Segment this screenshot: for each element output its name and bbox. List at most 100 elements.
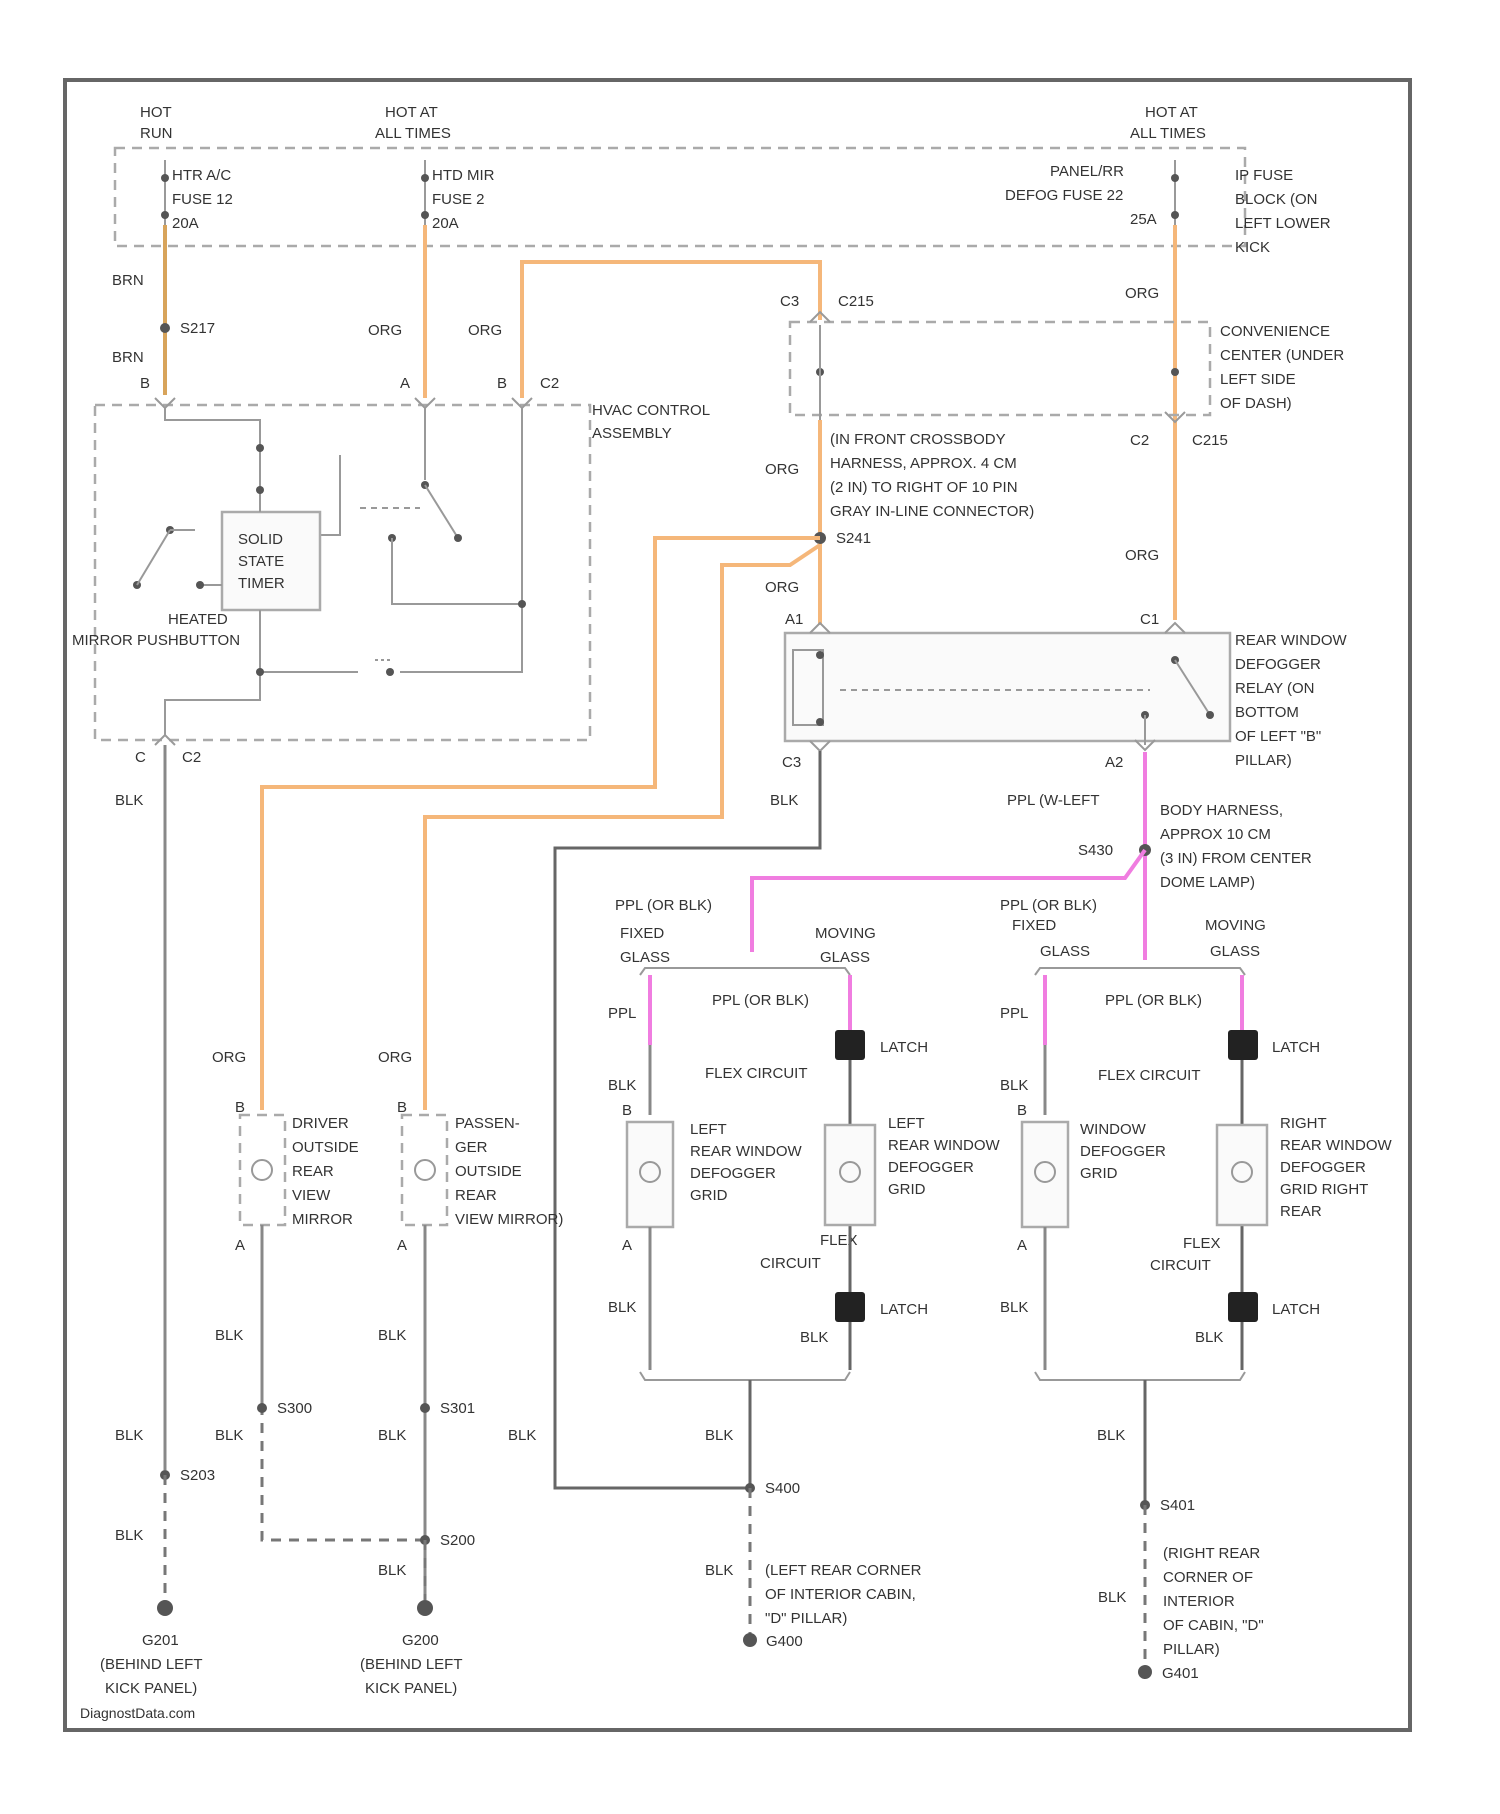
wire-org-label-right: ORG (1125, 285, 1159, 302)
wire-blk-m4: BLK (378, 1427, 406, 1444)
s401-label: S401 (1160, 1497, 1195, 1514)
latch-top-left (835, 1030, 865, 1060)
conn-c2-label: C2 (540, 375, 559, 392)
passenger-mirror-label: PASSEN- GER OUTSIDE REAR VIEW MIRROR) (455, 1115, 563, 1228)
svg-text:G201: G201 (142, 1632, 179, 1649)
wire-blk-m2: BLK (378, 1327, 406, 1344)
fuse-htr: HTR A/C FUSE 12 20A (172, 167, 233, 232)
svg-text:REAR: REAR (1280, 1203, 1322, 1220)
latch-top-right (1228, 1030, 1258, 1060)
hot-at-all-times-label-2: ALL TIMES (375, 125, 451, 142)
wire-org-label-4: ORG (765, 579, 799, 596)
svg-text:BLOCK (ON: BLOCK (ON (1235, 191, 1318, 208)
svg-text:LEFT LOWER: LEFT LOWER (1235, 215, 1331, 232)
wire-org-driver: ORG (212, 1049, 246, 1066)
hvac-control-assembly (95, 405, 590, 740)
timer-label-2: STATE (238, 553, 284, 570)
hvac-label-2: ASSEMBLY (592, 425, 672, 442)
svg-text:OF CABIN, "D": OF CABIN, "D" (1163, 1617, 1264, 1634)
fixed-glass-right-2: GLASS (1040, 943, 1090, 960)
svg-text:(LEFT REAR CORNER: (LEFT REAR CORNER (765, 1562, 922, 1579)
ground-g200 (417, 1600, 433, 1616)
relay-label: REAR WINDOW DEFOGGER RELAY (ON BOTTOM OF… (1235, 632, 1348, 769)
wire-blk-g3: BLK (1000, 1299, 1028, 1316)
svg-text:BOTTOM: BOTTOM (1235, 704, 1299, 721)
wire-blk-m6: BLK (115, 1527, 143, 1544)
svg-text:DOME LAMP): DOME LAMP) (1160, 874, 1255, 891)
wire-org-label-right-2: ORG (1125, 547, 1159, 564)
wire-ppl-1: PPL (608, 1005, 636, 1022)
wire-org-label-3: ORG (765, 461, 799, 478)
wire-blk-grid-2: BLK (1000, 1077, 1028, 1094)
svg-text:GRID RIGHT: GRID RIGHT (1280, 1181, 1368, 1198)
fixed-glass-left-2: GLASS (620, 949, 670, 966)
g401-desc: (RIGHT REAR CORNER OF INTERIOR OF CABIN,… (1163, 1545, 1264, 1658)
svg-text:RIGHT: RIGHT (1280, 1115, 1327, 1132)
wire-blk-m1: BLK (215, 1327, 243, 1344)
wire-blk-relay: BLK (770, 792, 798, 809)
flex-circuit-4: CIRCUIT (760, 1255, 821, 1272)
svg-text:VIEW MIRROR): VIEW MIRROR) (455, 1211, 563, 1228)
flex-circuit-6: CIRCUIT (1150, 1257, 1211, 1274)
s203-label: S203 (180, 1467, 215, 1484)
conn-a-grid2: A (1017, 1237, 1027, 1254)
conn-a-label: A (400, 375, 410, 392)
svg-text:OUTSIDE: OUTSIDE (292, 1139, 359, 1156)
wire-blk-g400: BLK (705, 1562, 733, 1579)
convenience-center (790, 322, 1210, 415)
wire-brn-label-2: BRN (112, 349, 144, 366)
svg-text:REAR: REAR (292, 1163, 334, 1180)
wire-blk-m7: BLK (378, 1562, 406, 1579)
svg-text:DEFOGGER: DEFOGGER (1080, 1143, 1166, 1160)
svg-text:GRAY IN-LINE CONNECTOR): GRAY IN-LINE CONNECTOR) (830, 503, 1034, 520)
wire-org-pass: ORG (378, 1049, 412, 1066)
svg-text:GRID: GRID (1080, 1165, 1118, 1182)
wire-blk-grid-1: BLK (608, 1077, 636, 1094)
svg-text:CORNER OF: CORNER OF (1163, 1569, 1253, 1586)
svg-text:LEFT: LEFT (888, 1115, 925, 1132)
s430-label: S430 (1078, 842, 1113, 859)
wire-ppl-blk-2: PPL (OR BLK) (1105, 992, 1202, 1009)
right-fixed-grid (1022, 1122, 1068, 1227)
conn-c1-label: C1 (1140, 611, 1159, 628)
svg-text:PILLAR): PILLAR) (1235, 752, 1292, 769)
svg-text:MIRROR: MIRROR (292, 1211, 353, 1228)
flex-circuit-1: FLEX CIRCUIT (705, 1065, 808, 1082)
svg-text:OF INTERIOR CABIN,: OF INTERIOR CABIN, (765, 1586, 916, 1603)
wire-ppl-2: PPL (1000, 1005, 1028, 1022)
latch-label-1: LATCH (880, 1039, 928, 1056)
svg-text:DRIVER: DRIVER (292, 1115, 349, 1132)
svg-text:PASSEN-: PASSEN- (455, 1115, 520, 1132)
svg-text:DEFOGGER: DEFOGGER (1235, 656, 1321, 673)
conn-c3-relay: C3 (782, 754, 801, 771)
conn-c215-right: C215 (1192, 432, 1228, 449)
svg-text:GRID: GRID (690, 1187, 728, 1204)
svg-text:DEFOGGER: DEFOGGER (690, 1165, 776, 1182)
svg-text:OF DASH): OF DASH) (1220, 395, 1292, 412)
wire-blk-g1: BLK (608, 1299, 636, 1316)
moving-glass-right-2: GLASS (1210, 943, 1260, 960)
svg-text:20A: 20A (432, 215, 459, 232)
svg-text:REAR WINDOW: REAR WINDOW (690, 1143, 803, 1160)
left-moving-grid (825, 1125, 875, 1225)
s217-label: S217 (180, 320, 215, 337)
wire-blk-m5: BLK (115, 1427, 143, 1444)
svg-text:PANEL/RR: PANEL/RR (1050, 163, 1124, 180)
wire-ppl-blk-1: PPL (OR BLK) (712, 992, 809, 1009)
svg-text:G200: G200 (402, 1632, 439, 1649)
conn-c2-right: C2 (1130, 432, 1149, 449)
svg-text:DEFOGGER: DEFOGGER (888, 1159, 974, 1176)
hot-at-all-times-right-label: HOT AT (1145, 104, 1198, 121)
svg-text:HARNESS, APPROX. 4 CM: HARNESS, APPROX. 4 CM (830, 455, 1017, 472)
svg-text:FUSE 2: FUSE 2 (432, 191, 485, 208)
moving-glass-left: MOVING (815, 925, 876, 942)
svg-text:(BEHIND LEFT: (BEHIND LEFT (360, 1656, 463, 1673)
svg-text:25A: 25A (1130, 211, 1157, 228)
flex-circuit-5: FLEX (1183, 1235, 1221, 1252)
g400-desc: (LEFT REAR CORNER OF INTERIOR CABIN, "D"… (765, 1562, 922, 1627)
svg-text:APPROX 10 CM: APPROX 10 CM (1160, 826, 1271, 843)
conn-a-pass: A (397, 1237, 407, 1254)
fuse-panel-defog: PANEL/RR DEFOG FUSE 22 25A (1005, 163, 1157, 228)
svg-text:(3 IN) FROM CENTER: (3 IN) FROM CENTER (1160, 850, 1312, 867)
